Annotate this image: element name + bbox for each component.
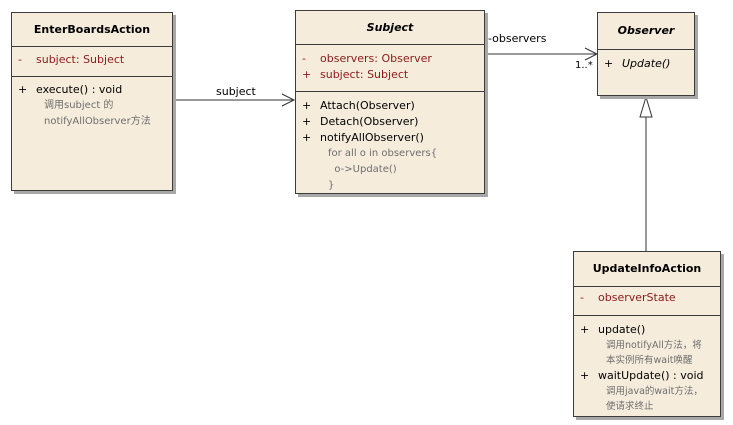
generalization-triangle xyxy=(639,95,653,118)
operation-text: Update() xyxy=(622,57,671,70)
visibility-marker: + xyxy=(302,99,312,112)
visibility-marker: + xyxy=(604,57,614,70)
operation-row: + notifyAllObserver() xyxy=(296,130,484,146)
note-line: 本实例所有wait唤醒 xyxy=(606,355,693,366)
operation-text: waitUpdate() : void xyxy=(598,369,704,382)
multiplicity-label: 1..* xyxy=(575,60,593,71)
note-line: 调用subject 的 xyxy=(44,100,114,111)
note-line: notifyAllObserver方法 xyxy=(44,116,151,127)
association-label-subject: subject xyxy=(216,85,256,98)
visibility-marker: - xyxy=(580,291,584,304)
attributes-section: - subject: Subject xyxy=(12,47,172,77)
operation-text: execute() : void xyxy=(36,83,123,96)
operation-row: + Detach(Observer) xyxy=(296,114,484,130)
operation-note: 调用java的wait方法， 使请求终止 xyxy=(574,384,720,414)
visibility-marker: - xyxy=(18,53,22,66)
attributes-section: - observerState xyxy=(574,287,720,316)
note-line: 使请求终止 xyxy=(606,401,654,412)
visibility-marker: + xyxy=(18,83,28,96)
association-subject-arrowhead xyxy=(281,93,296,107)
class-subject[interactable]: Subject - observers: Observer + subject:… xyxy=(295,10,485,194)
operation-row: + Update() xyxy=(598,56,694,72)
attribute-text: subject: Subject xyxy=(320,68,409,81)
association-label-observers: -observers xyxy=(488,32,547,45)
operations-section: + update() 调用notifyAll方法，将 本实例所有wait唤醒 +… xyxy=(574,316,720,414)
operation-note: for all o in observers{ o->Update() } xyxy=(296,146,484,194)
visibility-marker: + xyxy=(302,115,312,128)
operation-text: Detach(Observer) xyxy=(320,115,419,128)
class-observer[interactable]: Observer + Update() xyxy=(597,12,695,96)
operation-note: 调用notifyAll方法，将 本实例所有wait唤醒 xyxy=(574,338,720,368)
class-name: EnterBoardsAction xyxy=(12,13,172,47)
visibility-marker: + xyxy=(302,131,312,144)
class-enter-boards-action[interactable]: EnterBoardsAction - subject: Subject + e… xyxy=(11,12,173,191)
attribute-row: - observerState xyxy=(574,290,720,306)
visibility-marker: + xyxy=(580,369,590,382)
attribute-row: - observers: Observer xyxy=(296,51,484,67)
visibility-marker: - xyxy=(302,52,306,65)
class-name: Subject xyxy=(296,11,484,45)
note-line: for all o in observers{ xyxy=(328,148,438,159)
attribute-text: observerState xyxy=(598,291,676,304)
note-line: } xyxy=(328,180,335,191)
operation-row: + Attach(Observer) xyxy=(296,98,484,114)
operation-row: + execute() : void xyxy=(12,82,172,98)
attribute-row: + subject: Subject xyxy=(296,67,484,83)
operation-row: + update() xyxy=(574,322,720,338)
operations-section: + execute() : void 调用subject 的 notifyAll… xyxy=(12,77,172,130)
operation-text: Attach(Observer) xyxy=(320,99,415,112)
operations-section: + Attach(Observer) + Detach(Observer) + … xyxy=(296,92,484,194)
class-update-info-action[interactable]: UpdateInfoAction - observerState + updat… xyxy=(573,251,721,417)
attribute-row: - subject: Subject xyxy=(12,52,172,68)
operation-row: + waitUpdate() : void xyxy=(574,368,720,384)
attribute-text: observers: Observer xyxy=(320,52,432,65)
operation-note: 调用subject 的 notifyAllObserver方法 xyxy=(12,98,172,130)
operations-section: + Update() xyxy=(598,50,694,72)
note-line: 调用java的wait方法， xyxy=(606,386,703,397)
class-name: UpdateInfoAction xyxy=(574,252,720,287)
operation-text: update() xyxy=(598,323,646,336)
note-line: 调用notifyAll方法，将 xyxy=(606,340,702,351)
operation-text: notifyAllObserver() xyxy=(320,131,424,144)
visibility-marker: + xyxy=(302,68,312,81)
attribute-text: subject: Subject xyxy=(36,53,125,66)
visibility-marker: + xyxy=(580,323,590,336)
class-name: Observer xyxy=(598,13,694,50)
attributes-section: - observers: Observer + subject: Subject xyxy=(296,45,484,92)
note-line: o->Update() xyxy=(328,164,397,175)
